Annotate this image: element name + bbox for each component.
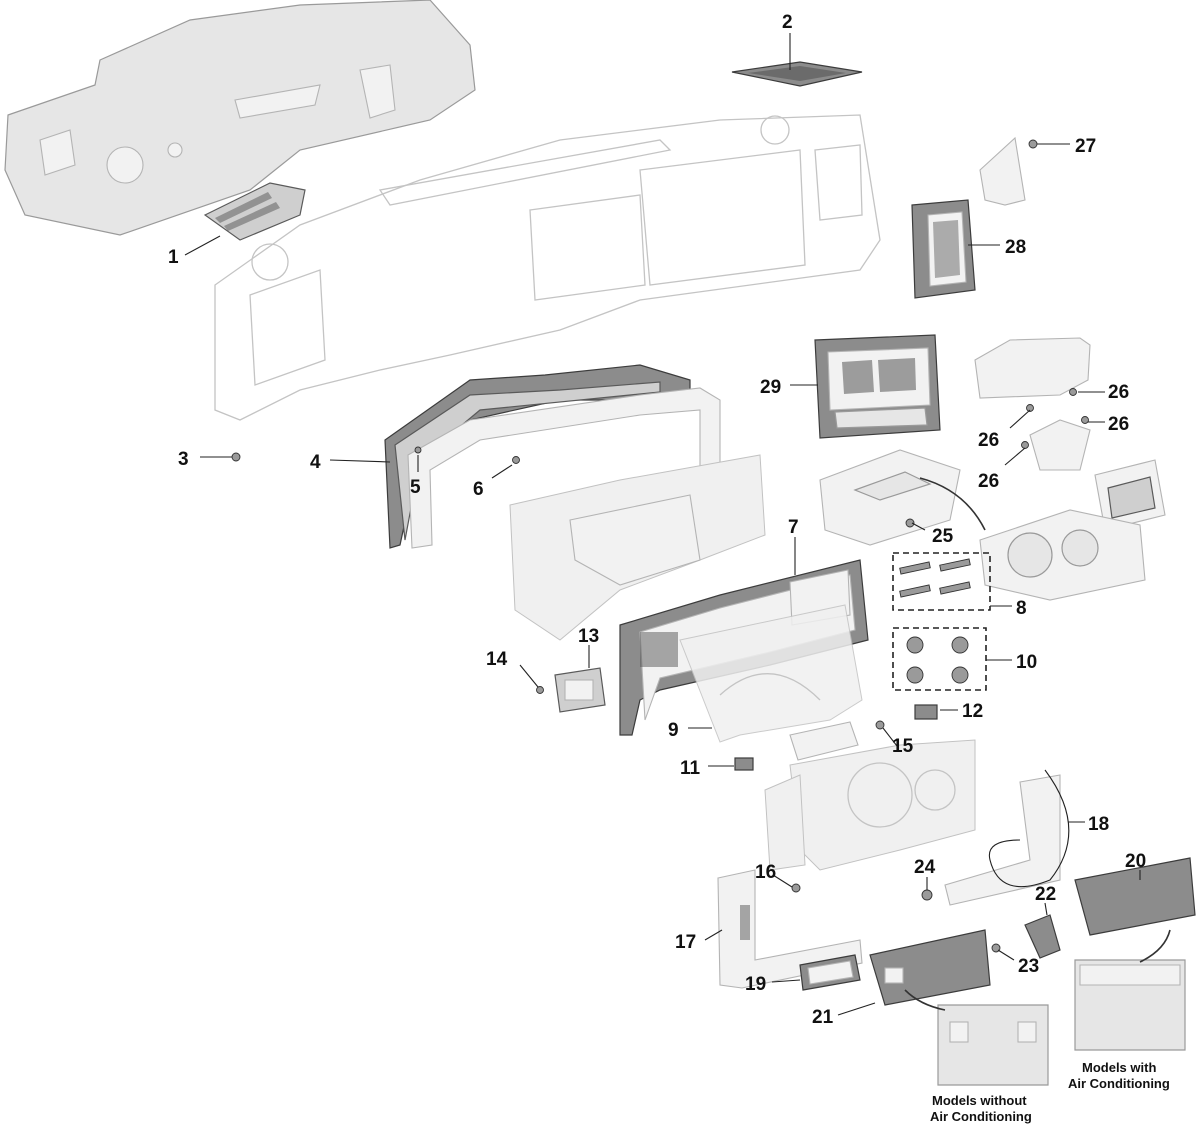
knee-bolster-ac — [1074, 857, 1196, 936]
callout-27: 27 — [1075, 136, 1096, 157]
note-with-ac-line2: Air Conditioning — [1068, 1076, 1170, 1091]
storage-compartment — [1094, 459, 1166, 531]
callout-22: 22 — [1035, 884, 1056, 905]
callout-12: 12 — [962, 701, 983, 722]
switch-bracket — [554, 667, 606, 713]
panel-without-ac — [937, 1004, 1049, 1086]
callout-11: 11 — [680, 758, 701, 779]
leader-lines — [184, 33, 1141, 1016]
note-without-ac-line1: Models without — [932, 1093, 1027, 1108]
screw-3 — [231, 452, 241, 462]
glove-box-upper — [974, 337, 1091, 399]
note-without-ac-line2: Air Conditioning — [930, 1109, 1032, 1124]
switch-12 — [914, 704, 938, 720]
defroster-grille-left — [203, 182, 306, 241]
callout-8: 8 — [1016, 598, 1027, 619]
callout-26-d: 26 — [978, 471, 999, 492]
screw-set-10 — [892, 627, 987, 691]
cup-holder-tray — [979, 509, 1146, 601]
assembly-arrow-non-ac — [904, 989, 946, 1011]
callout-13: 13 — [578, 626, 599, 647]
screw-27 — [1028, 139, 1038, 149]
callout-2: 2 — [782, 12, 793, 33]
callout-6: 6 — [473, 479, 484, 500]
callout-labels: 1 2 3 4 5 6 7 8 9 10 11 12 13 14 15 16 1… — [168, 12, 1146, 1028]
callout-14: 14 — [486, 649, 508, 670]
screw-26-c — [1081, 416, 1089, 424]
assembly-arrow-ac — [1139, 929, 1171, 963]
callout-19: 19 — [745, 974, 766, 995]
panel-with-ac — [1074, 959, 1186, 1051]
screw-6 — [512, 456, 520, 464]
lower-trim-left — [717, 869, 863, 989]
callout-4: 4 — [310, 452, 321, 473]
screw-25 — [905, 518, 915, 528]
model-notes: Models with Air Conditioning Models with… — [930, 1060, 1170, 1124]
callout-24: 24 — [914, 857, 936, 878]
callout-7: 7 — [788, 517, 799, 538]
clip-24 — [921, 889, 933, 901]
trim-insert — [799, 954, 861, 991]
dash-insulator-pad — [4, 0, 476, 236]
callout-26-c: 26 — [1108, 414, 1129, 435]
callout-16: 16 — [755, 862, 776, 883]
callout-26-a: 26 — [1108, 382, 1129, 403]
center-vent-bezel — [814, 334, 941, 439]
callout-17: 17 — [675, 932, 696, 953]
callout-9: 9 — [668, 720, 679, 741]
defroster-grille-center — [731, 61, 863, 87]
screw-16 — [791, 883, 801, 893]
callout-26-b: 26 — [978, 430, 999, 451]
callout-25: 25 — [932, 526, 954, 547]
callout-23: 23 — [1018, 956, 1039, 977]
callout-21: 21 — [812, 1007, 834, 1028]
screw-26-d — [1021, 441, 1029, 449]
callout-3: 3 — [178, 449, 189, 470]
switch-11 — [734, 757, 754, 771]
cluster-lens — [679, 604, 863, 743]
screw-14 — [536, 686, 544, 694]
ashtray-housing — [819, 449, 961, 546]
screw-26-a — [1069, 388, 1077, 396]
side-vent-assembly — [911, 199, 976, 299]
callout-10: 10 — [1016, 652, 1037, 673]
lower-trim-right — [944, 774, 1061, 906]
screw-26-b — [1026, 404, 1034, 412]
headlamp-switch — [1024, 914, 1061, 959]
knee-bolster-non-ac — [869, 929, 991, 1006]
screw-15 — [875, 720, 885, 730]
screw-set-8 — [892, 552, 991, 611]
glove-box-bracket — [1029, 419, 1091, 471]
assembly-arrow-ashtray — [919, 477, 986, 531]
callout-1: 1 — [168, 247, 179, 268]
instrument-cluster — [764, 721, 976, 871]
callout-18: 18 — [1088, 814, 1109, 835]
callout-15: 15 — [892, 736, 914, 757]
callout-5: 5 — [410, 477, 421, 498]
speedometer-cable — [988, 769, 1070, 888]
screw-5 — [414, 446, 422, 454]
callout-29: 29 — [760, 377, 781, 398]
instrument-panel-carrier — [214, 114, 881, 421]
callout-28: 28 — [1005, 237, 1026, 258]
callout-20: 20 — [1125, 851, 1146, 872]
note-with-ac-line1: Models with — [1082, 1060, 1156, 1075]
cluster-carrier — [509, 454, 766, 641]
cluster-bezel-frame — [407, 387, 721, 549]
mounting-bracket — [979, 136, 1026, 206]
